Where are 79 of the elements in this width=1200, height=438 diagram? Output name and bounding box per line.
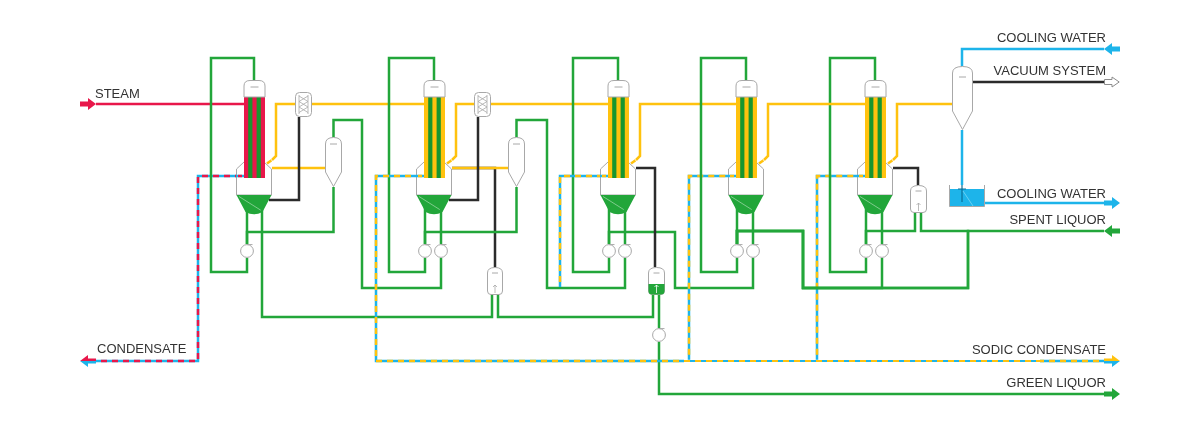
pipe [260,215,494,319]
pipe [893,166,920,185]
pipe [423,187,518,244]
stream-label: COOLING WATER [996,186,1106,201]
demister [474,92,491,117]
pump [418,244,432,258]
block-arrow [80,355,96,367]
block-arrow [1104,43,1120,55]
pump [746,244,760,258]
pipe [312,102,416,106]
evaporator [600,80,636,215]
collection-vessel [648,267,665,295]
pipe [245,187,335,244]
pipe [332,118,443,290]
hotwell-tank [949,185,985,207]
stream-label: CONDENSATE [97,341,187,356]
pipe [272,166,325,170]
header-pipe [684,359,1040,363]
stream-label: VACUUM SYSTEM [993,63,1106,78]
evaporator [416,80,452,215]
pipe [571,56,620,274]
pump [730,244,744,258]
pipe [96,102,236,106]
pipe [828,56,877,274]
pipe [985,201,1104,205]
collection-vessel [487,267,503,295]
block-arrow [1104,355,1120,367]
flash-tank [508,137,525,187]
pipe [491,102,600,106]
stream-label: COOLING WATER [996,30,1106,45]
pipe [496,295,655,319]
stream-label: SPENT LIQUOR [1009,212,1106,227]
pump [859,244,873,258]
stream-label: SODIC CONDENSATE [971,342,1106,357]
pipe [880,215,884,244]
block-arrow [1104,388,1120,400]
pipe [452,117,480,202]
pipe [657,295,661,328]
stream-label: GREEN LIQUOR [1006,375,1106,390]
block-arrow [1104,197,1120,209]
pipe [960,130,964,185]
block-arrow [1104,76,1120,88]
evaporator [236,80,272,215]
pipe [451,102,474,161]
condenser [952,66,973,130]
pipe [892,102,952,161]
pump [602,244,616,258]
evaporator [857,80,893,215]
pipe [699,56,748,274]
pipe [452,166,508,170]
pipe [387,56,436,274]
pipe [657,342,1104,396]
pipe [960,47,1104,66]
pump [434,244,448,258]
pipe [439,215,443,244]
evaporator [728,80,764,215]
pipe [607,230,755,290]
pipe [635,102,728,161]
pipe [209,56,256,274]
demister [295,92,312,117]
pump [240,244,254,258]
stream-label: STEAM [95,86,140,101]
block-arrow [80,98,96,110]
pipe [271,102,295,161]
pipe [515,118,627,290]
pipe [623,215,627,244]
pipe [763,102,857,161]
pipe [735,213,970,290]
pump [652,328,666,342]
collection-vessel [910,185,927,213]
pipe [973,80,1104,84]
pipe [636,166,657,267]
flash-tank [325,137,342,187]
pipe [751,215,755,244]
pump [618,244,632,258]
pipe [272,117,301,202]
block-arrow [1104,225,1120,237]
pump [875,244,889,258]
pipe [864,213,917,244]
